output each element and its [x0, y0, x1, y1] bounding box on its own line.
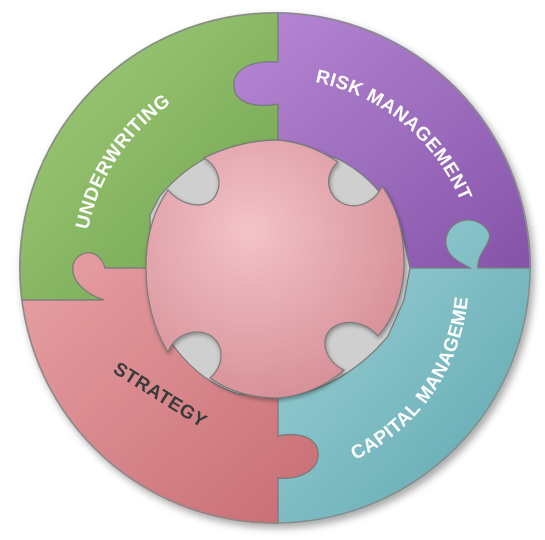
puzzle-rim — [19, 12, 531, 524]
center-piece — [145, 139, 405, 399]
